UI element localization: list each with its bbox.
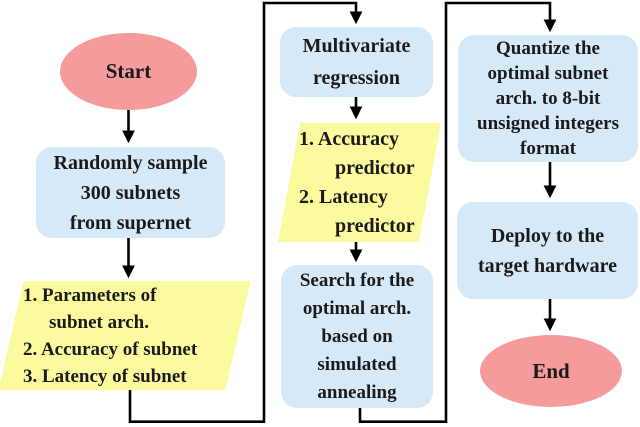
start-label: Start xyxy=(105,59,152,83)
parallelogram-content: 1. Parameters of subnet arch. 2. Accurac… xyxy=(11,281,238,390)
data-text-line: 2. Accuracy of subnet xyxy=(23,338,198,360)
quantize-process: Quantize the optimal subnet arch. to 8-b… xyxy=(458,35,638,162)
data-text-line: 2. Latency xyxy=(299,185,388,208)
process-text-line: regression xyxy=(312,67,401,89)
process-text-line: Quantize the xyxy=(496,38,600,59)
search-optimal-process: Search for the optimal arch. based on si… xyxy=(281,265,433,408)
multivariate-regression-process: Multivariate regression xyxy=(280,27,433,97)
process-text-line: 300 subnets xyxy=(80,181,181,204)
deploy-process: Deploy to the target hardware xyxy=(457,202,638,299)
end-label: End xyxy=(532,358,570,383)
data-text-line: 3. Latency of subnet xyxy=(23,365,187,387)
process-text-line: unsigned integers xyxy=(477,113,619,134)
process-text-line: arch. to 8-bit xyxy=(495,88,601,109)
connector-search-to-quantize xyxy=(358,1,557,423)
start-terminal: Start xyxy=(60,33,197,110)
predictors-data: 1. Accuracy predictor 2. Latency predict… xyxy=(277,123,442,242)
process-text-line: based on xyxy=(321,325,393,347)
process-text-line: Multivariate xyxy=(302,35,411,57)
data-text-line: subnet arch. xyxy=(49,311,149,333)
process-text-line: simulated xyxy=(317,353,397,375)
end-terminal: End xyxy=(480,335,622,407)
process-text-line: Search for the xyxy=(299,269,415,291)
process-text-line: Randomly sample xyxy=(53,151,208,174)
process-text-line: format xyxy=(520,138,576,159)
process-text-line: Deploy to the xyxy=(490,224,605,247)
data-text-line: 1. Accuracy xyxy=(299,127,399,150)
process-text-line: optimal subnet xyxy=(487,63,609,84)
data-text-line: predictor xyxy=(335,214,415,237)
process-text-line: target hardware xyxy=(477,254,618,277)
process-text-line: optimal arch. xyxy=(302,297,412,319)
connector-properties-to-regression xyxy=(128,1,363,423)
data-text-line: 1. Parameters of xyxy=(23,284,157,306)
process-text-line: annealing xyxy=(317,381,397,403)
sample-subnets-process: Randomly sample 300 subnets from superne… xyxy=(36,147,225,238)
parallelogram-content: 1. Accuracy predictor 2. Latency predict… xyxy=(289,123,430,242)
subnet-properties-data: 1. Parameters of subnet arch. 2. Accurac… xyxy=(0,281,251,390)
process-text-line: from supernet xyxy=(69,211,192,234)
data-text-line: predictor xyxy=(335,156,415,179)
